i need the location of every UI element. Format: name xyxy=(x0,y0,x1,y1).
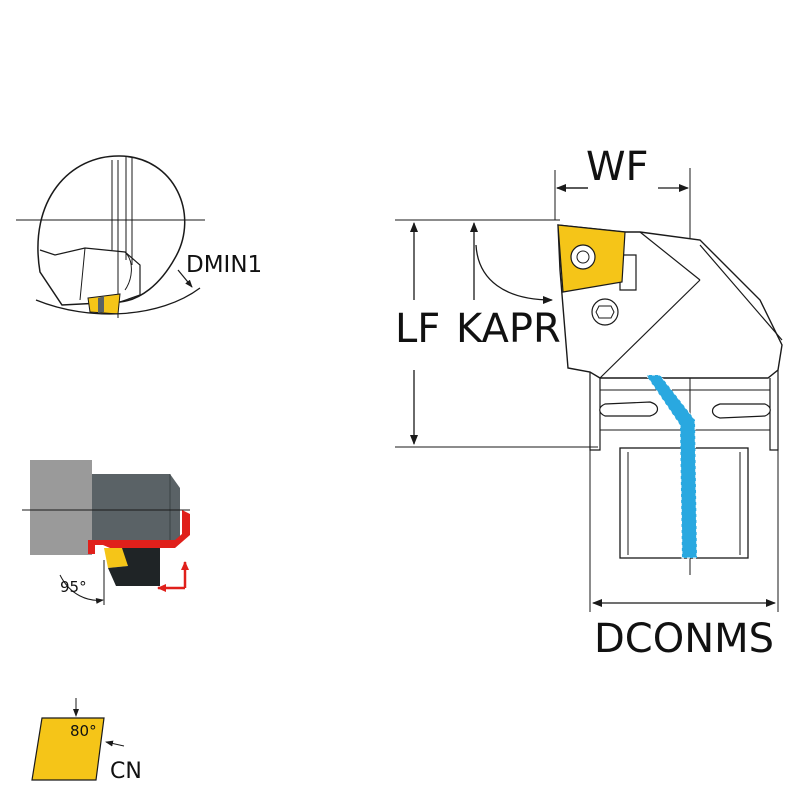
neck-left xyxy=(589,372,601,451)
clamp-side-view xyxy=(108,548,160,586)
angle-80-label: 80° xyxy=(70,722,97,740)
head-facet-line-2 xyxy=(699,244,783,341)
lf-label: LF xyxy=(395,306,440,352)
holder-body-dark xyxy=(92,474,180,540)
insert-screw xyxy=(576,250,590,264)
angle-95-arc xyxy=(59,574,104,604)
min-bore-arc xyxy=(35,287,201,315)
dconms-label: DCONMS xyxy=(594,616,774,662)
clamp-outline xyxy=(124,251,132,291)
holder-shank-gray xyxy=(30,460,92,555)
screw-slot-left xyxy=(599,401,659,417)
insert-code-label: CN xyxy=(110,759,142,784)
main-top-view: WF LF KAPR DCONMS xyxy=(395,144,783,662)
insert-shape-detail: 80° CN xyxy=(31,698,142,784)
screw-slot-right xyxy=(711,403,771,419)
end-view-detail: DMIN1 xyxy=(16,155,262,318)
insert-seat-dark xyxy=(98,296,104,313)
holder-inner-line xyxy=(79,247,86,301)
neck-right xyxy=(769,370,779,451)
coolant-channel xyxy=(645,374,698,559)
dmin1-leader xyxy=(177,269,193,288)
holder-outline xyxy=(37,155,186,306)
angle-95-label: 95° xyxy=(60,578,87,596)
side-view-detail: 95° xyxy=(22,460,190,605)
kapr-label: KAPR xyxy=(456,306,561,352)
insert-rhombus xyxy=(31,717,105,781)
head-facet-line-3 xyxy=(639,231,701,281)
kapr-arc xyxy=(475,244,553,304)
hex-socket-icon xyxy=(595,305,615,319)
dmin1-label: DMIN1 xyxy=(186,252,262,278)
head-facet-line xyxy=(599,279,701,379)
cn-arrow xyxy=(105,740,125,747)
cutting-path-red xyxy=(88,510,190,554)
insert-side-view xyxy=(104,548,128,568)
wf-label: WF xyxy=(586,144,649,190)
